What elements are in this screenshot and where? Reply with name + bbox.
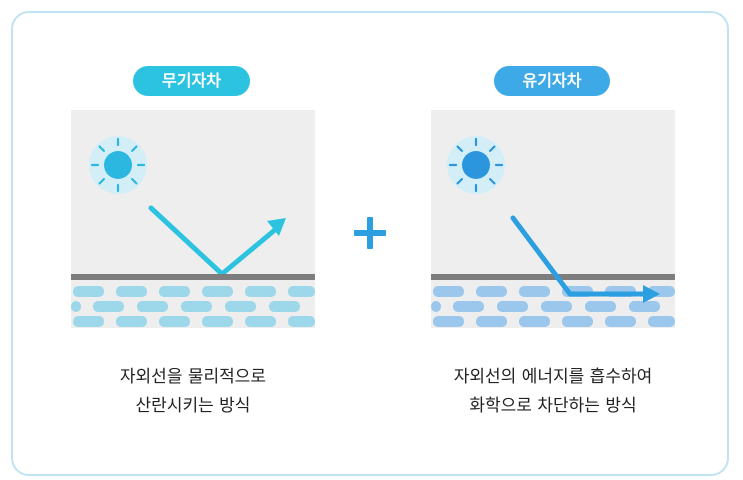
plus-icon: [354, 217, 386, 249]
inorganic-caption-line2: 산란시키는 방식: [135, 396, 251, 416]
organic-caption: 자외선의 에너지를 흡수하여 화학으로 차단하는 방식: [403, 363, 703, 421]
skin-cell-layer: [71, 286, 315, 327]
skin-surface-line: [431, 274, 675, 280]
inorganic-caption-line1: 자외선을 물리적으로: [119, 367, 267, 387]
organic-label-badge: 유기자차: [494, 66, 610, 96]
organic-caption-line2: 화학으로 차단하는 방식: [469, 396, 637, 416]
skin-surface-line: [71, 274, 315, 280]
inorganic-label: 무기자차: [162, 71, 221, 90]
inorganic-caption: 자외선을 물리적으로 산란시키는 방식: [43, 363, 343, 421]
organic-caption-line1: 자외선의 에너지를 흡수하여: [453, 367, 653, 387]
inorganic-label-badge: 무기자차: [133, 66, 250, 96]
inorganic-illustration: [71, 110, 315, 328]
sun-icon: [89, 136, 147, 194]
organic-illustration: [431, 110, 675, 328]
absorb-arrow-icon: [510, 215, 660, 303]
sun-icon: [447, 136, 505, 194]
organic-label: 유기자차: [522, 71, 582, 90]
